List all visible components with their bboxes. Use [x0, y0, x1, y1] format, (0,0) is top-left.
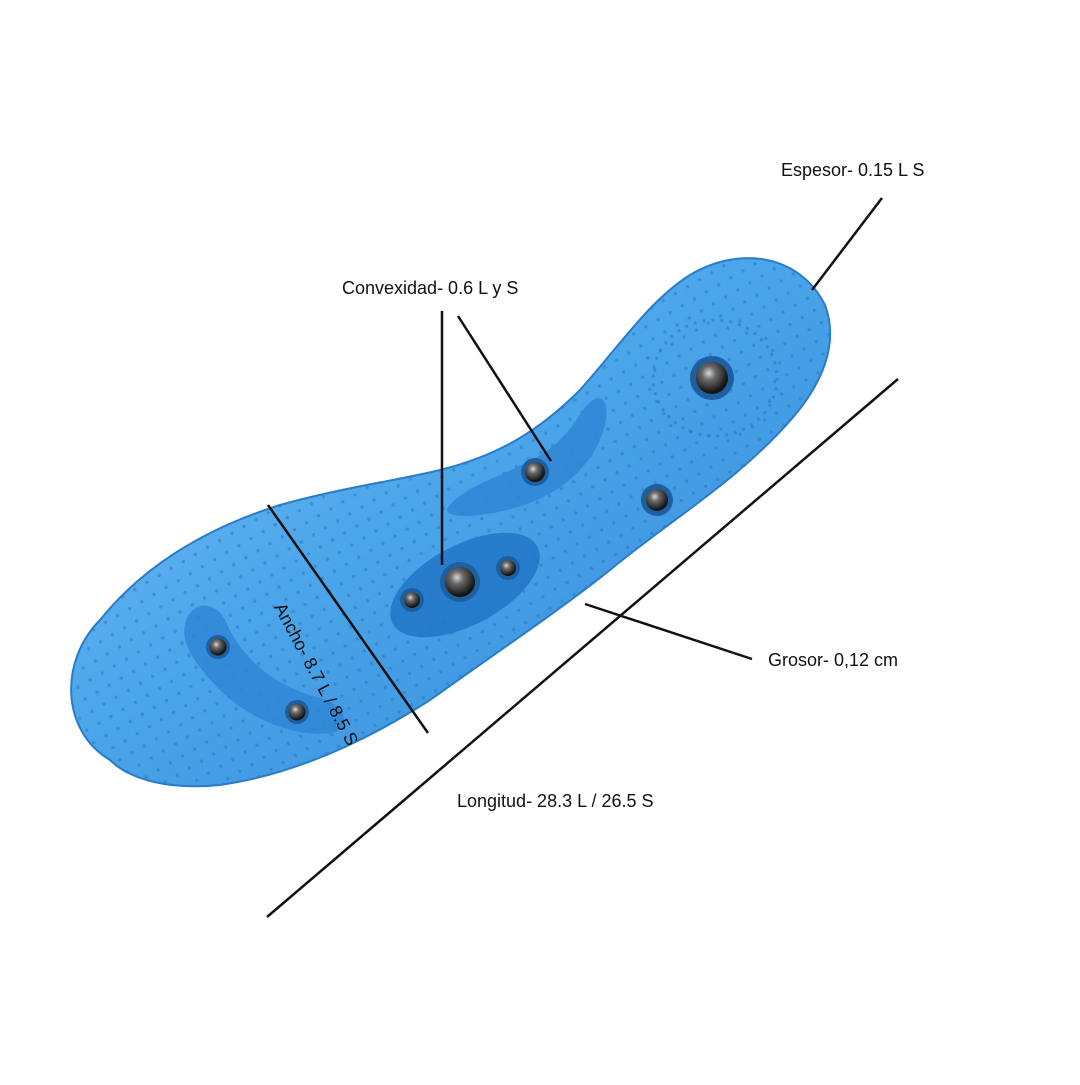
grosor-leader-line — [584, 602, 753, 661]
magnet-center-left — [400, 588, 424, 612]
convexidad-leader-line-2 — [456, 315, 553, 462]
grosor-label: Grosor- 0,12 cm — [768, 650, 899, 670]
magnet-heel — [690, 356, 734, 400]
espesor-leader-line — [811, 197, 883, 291]
arch-pad — [447, 398, 607, 517]
longitud-label: Longitud- 28.3 L / 26.5 S — [457, 791, 654, 811]
espesor-label: Espesor- 0.15 L S — [781, 160, 925, 180]
magnet-arch — [521, 458, 549, 486]
magnet-toe-lower — [285, 700, 309, 724]
convexidad-label: Convexidad- 0.6 L y S — [342, 278, 519, 298]
magnet-center-right — [496, 556, 520, 580]
magnet-center — [440, 562, 480, 602]
dot-texture — [71, 258, 831, 787]
longitud-dimension-line — [266, 378, 899, 918]
ancho-dimension-line — [266, 504, 430, 734]
magnet-toe-upper — [206, 635, 230, 659]
magnet-side — [641, 484, 673, 516]
heel-dot-ring — [651, 318, 779, 438]
